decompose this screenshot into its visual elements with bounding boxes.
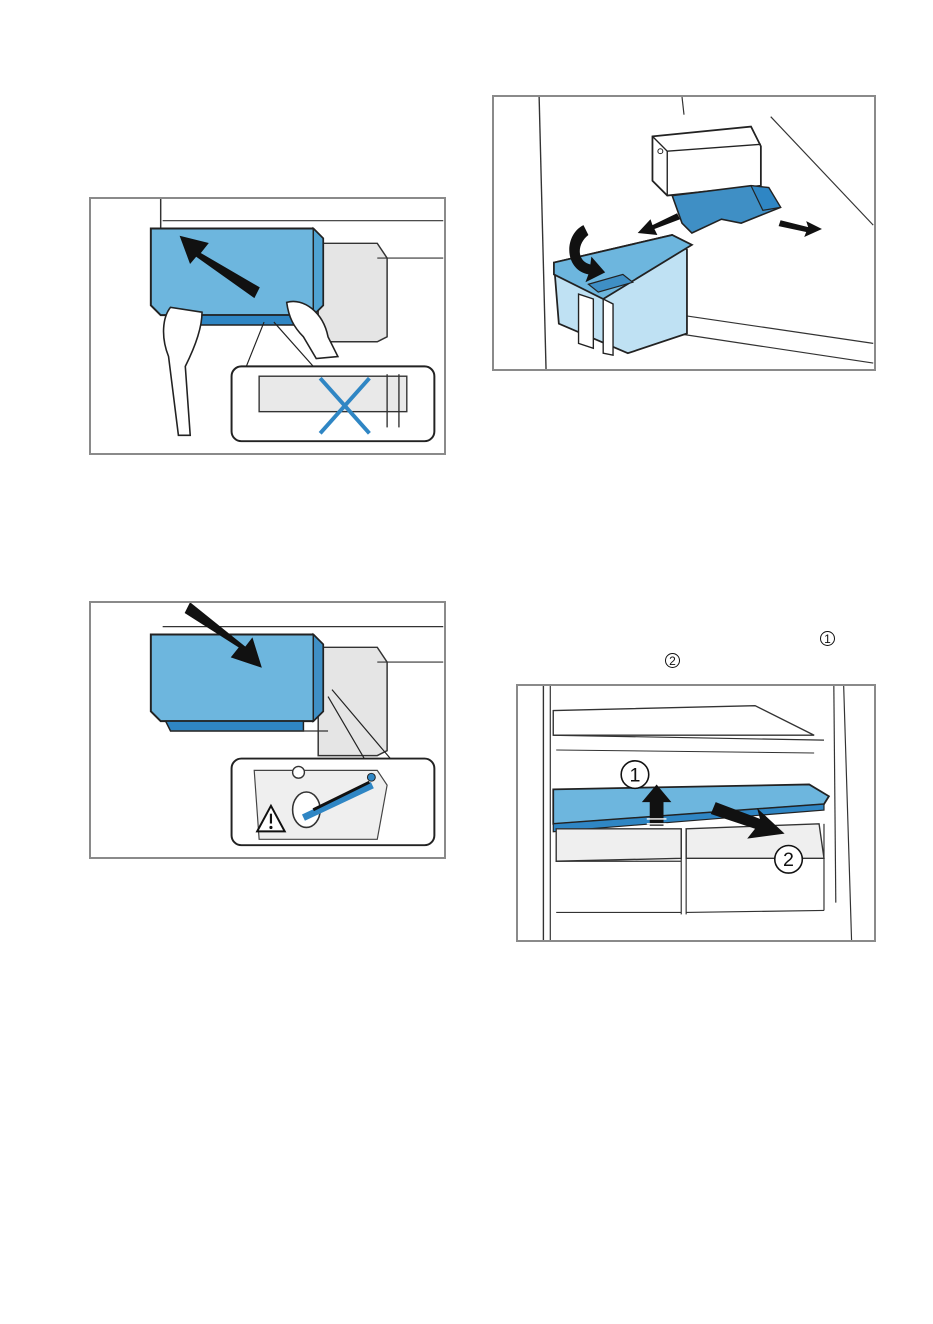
step-2-callout: 2 [665, 653, 680, 668]
figure-insert-container [89, 601, 446, 859]
remove-container-illustration [91, 199, 444, 453]
figure-remove-shelf: 1 2 [516, 684, 876, 942]
arrow-icon [638, 213, 680, 235]
step-1-callout: 1 [820, 631, 835, 646]
arrow-icon [779, 220, 822, 237]
shelf-label-1: 1 [629, 764, 640, 786]
figure-separate-parts [492, 95, 876, 371]
shelf-label-2: 2 [783, 849, 794, 871]
figure-remove-container [89, 197, 446, 455]
separate-parts-illustration [494, 97, 874, 369]
remove-shelf-illustration: 1 2 [518, 686, 874, 940]
insert-container-illustration [91, 603, 444, 857]
hand-icon [164, 307, 202, 435]
